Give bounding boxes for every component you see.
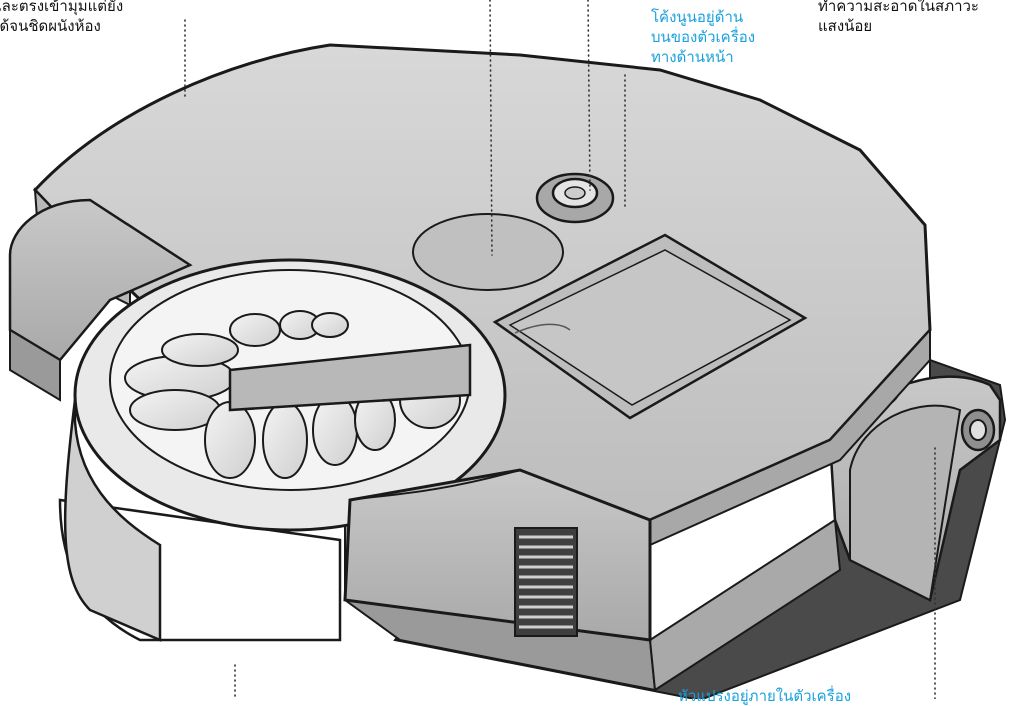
vent-grille (514, 527, 578, 637)
caption-top-right: ทำความสะอาดในสภาวะ แสงน้อย (818, 0, 979, 36)
callout-leaders (184, 0, 936, 699)
brush-bristles (124, 310, 472, 479)
top-features (412, 172, 808, 420)
caption-top-left-line-2: ได้จนชิดผนังห้อง (0, 17, 101, 35)
caption-top-center-line-2: บนของตัวเครื่อง (651, 28, 756, 46)
caption-bottom-line-1: หัวแปรงอยู่ภายในตัวเครื่อง (678, 687, 852, 705)
caption-top-left: และตรงเข้ามุมแต่ยัง ได้จนชิดผนังห้อง (0, 0, 123, 36)
caption-top-right-line-1: ทำความสะอาดในสภาวะ (818, 0, 979, 15)
caption-top-center-line-1: โค้งนูนอยู่ด้าน (651, 8, 744, 26)
caption-bottom: หัวแปรงอยู่ภายในตัวเครื่อง (678, 686, 851, 706)
caption-top-right-line-2: แสงน้อย (818, 17, 873, 35)
caption-top-left-line-1: และตรงเข้ามุมแต่ยัง (0, 0, 124, 15)
caption-top-center-line-3: ทางด้านหน้า (651, 48, 734, 66)
caption-top-center: โค้งนูนอยู่ด้าน บนของตัวเครื่อง ทางด้านห… (651, 7, 755, 67)
